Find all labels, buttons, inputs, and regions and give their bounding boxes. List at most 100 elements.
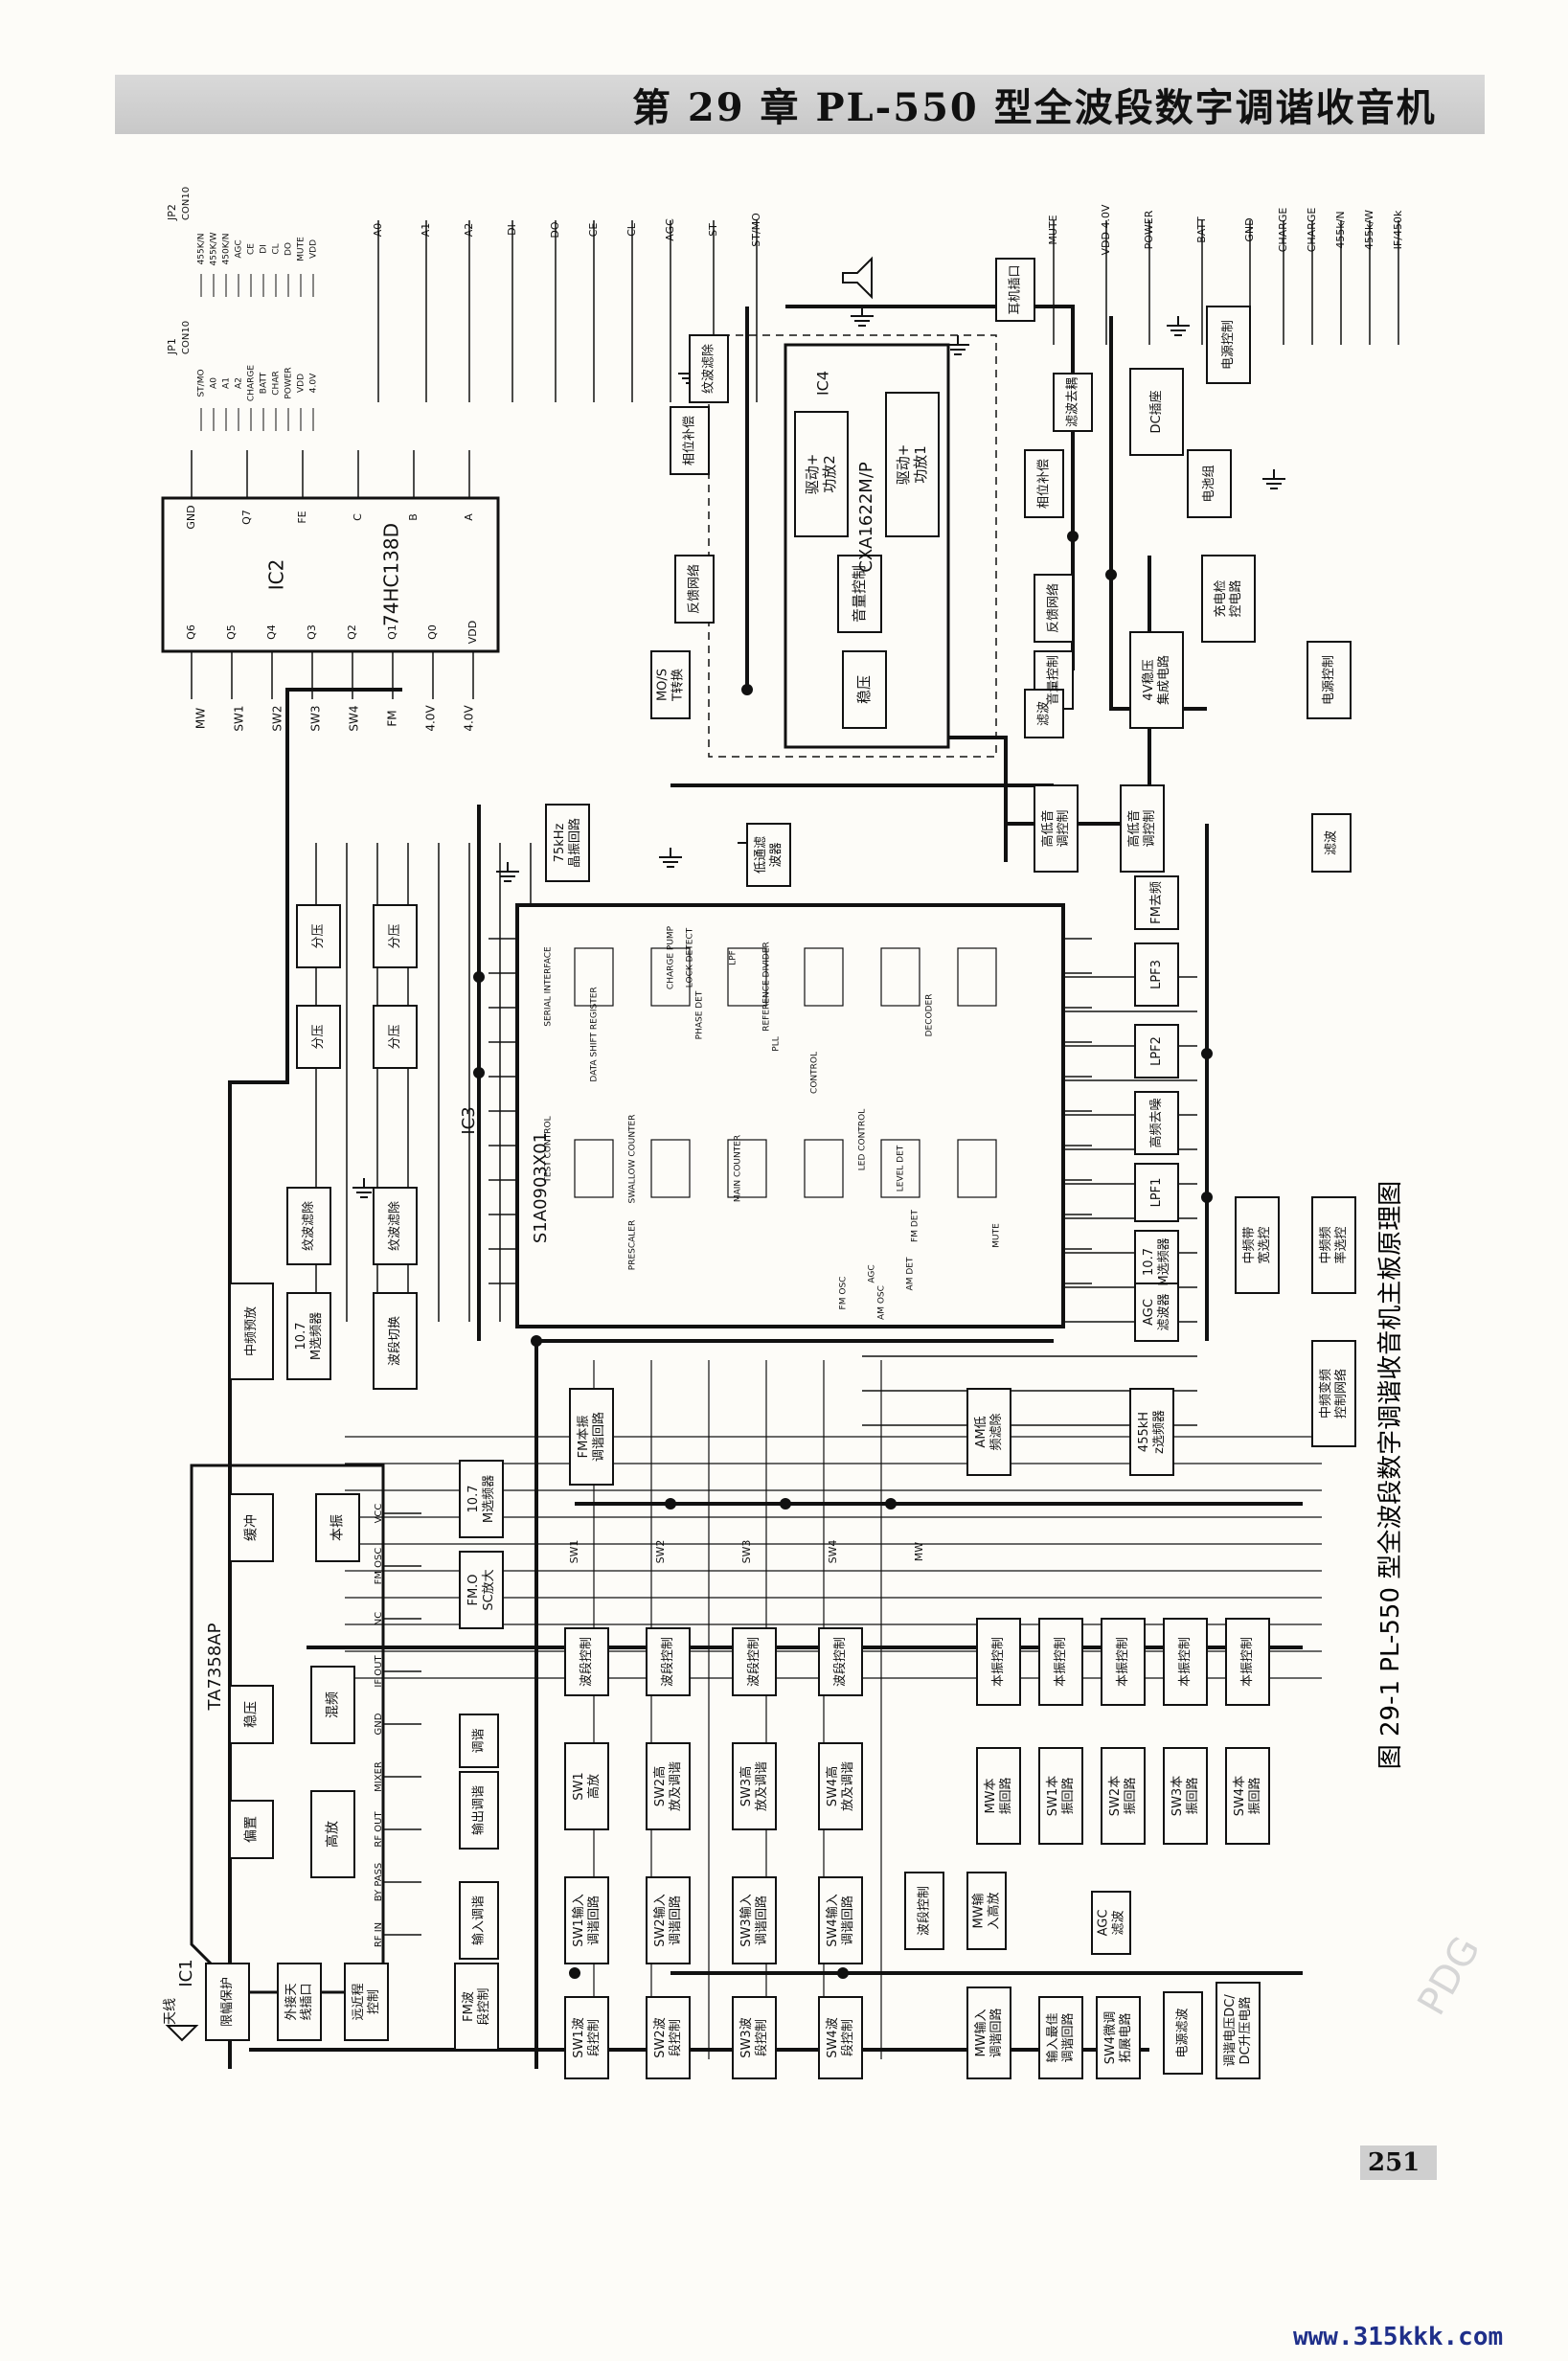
ic4-dashed-region [708,334,997,758]
ic3-right-block: M选频器 [1157,1237,1171,1285]
if-block: 率选控 [1333,1226,1349,1263]
ic3-left-block: 分压 [311,923,326,948]
power-block: 充电检 [1213,579,1228,617]
top-signal-label: BATT [1195,216,1208,243]
if-block: 中频频 [1319,1226,1333,1263]
osc-loop-block-box [976,1747,1021,1845]
osc-loop-block: SW3本 [1170,1776,1185,1816]
ic4-side-block-box [995,258,1035,322]
sw-chain-block: SW1波 [572,2017,586,2057]
fm-block-box [459,1551,504,1629]
fm-block: 10.7 [466,1486,481,1513]
fm-block-box [459,1460,504,1538]
ic3-left-block: 分压 [388,923,402,948]
ic3-inner-block [957,1139,997,1198]
connector-ref: JP1 [166,338,178,355]
band-line-label: SW3 [740,1540,753,1564]
connector-pin-label: CL [272,243,282,254]
ic3-inner-block [650,1139,691,1198]
if-block-box [1129,1388,1174,1476]
ic3-internal-label: AGC [868,1264,877,1283]
antenna-icon [165,2025,199,2042]
ic2-output-label: SW4 [348,705,361,731]
ic3-internal-label: DECODER [925,994,935,1037]
osc-loop-block: 振回路 [1247,1777,1262,1814]
top-signal-label: A1 [420,223,432,238]
ic3-part: S1A0903X01 [531,1132,551,1243]
top-signal-label: ST [707,223,719,237]
top-signal-label: AGC [664,218,676,241]
ic1-block: 缓冲 [244,1514,260,1541]
top-signal-label: IF/450k [1392,210,1404,249]
ic1-block: 混频 [326,1691,341,1718]
sw-chain-block: 波段控制 [833,1637,848,1687]
ic3-left-block: 分压 [311,1024,326,1049]
power-block: 滤波 [1325,830,1339,855]
sw-chain-block-box [818,1996,863,2079]
mw-block: 入高放 [986,1892,1001,1929]
fm-block-box [229,1283,274,1380]
ic3-right-block: AGC [1142,1299,1156,1326]
ic2-pin: GND [185,505,197,529]
sw-chain-block: 段控制 [755,2019,769,2056]
sw-chain-block: SW1输入 [571,1894,586,1946]
sw-chain-block: SW4波 [826,2017,840,2057]
junction-dot [1201,1192,1213,1203]
fm-block-box [459,1881,499,1960]
ic3-left-block: 纹波滤除 [302,1201,316,1251]
ic4-side-block: T转换 [670,669,685,702]
ic1-block-box [229,1800,274,1859]
antenna-block: 线插口 [300,1983,314,2020]
ic3-left-block-box [373,1187,418,1265]
ic3-right-block-box [1134,1024,1179,1078]
sw-chain-block: 调谐回路 [586,1896,602,1945]
power-block-box [1129,368,1184,456]
sw-chain-block-box [564,1742,609,1830]
osc-loop-block: SW1本 [1046,1776,1060,1816]
ic1-block-box [310,1790,355,1878]
ic2-pin: Q1 [386,624,398,640]
sw-chain-block-box [732,1996,777,2079]
connector-pin-label: 4.0V [309,373,319,393]
connector-pin-label: A1 [222,377,232,389]
fm-block-box [569,1388,614,1486]
connector-pin-label: ST/MO [197,369,207,397]
ic1-pin: NC [374,1612,384,1625]
fm-block: FM本振 [577,1416,591,1459]
fm-block: M选频器 [309,1312,324,1360]
block-layer [161,256,1356,2079]
tone-block: 高低音 [1126,809,1142,847]
connector-pin-label: A0 [210,377,219,389]
if-block: 中频带 [1242,1226,1257,1263]
ic4-part: CXA1622M/P [856,462,876,573]
osc-control-block-box [1225,1618,1270,1706]
osc-loop-block-box [1225,1747,1270,1845]
ic1-pin: BY PASS [374,1863,384,1902]
ic2-pin: VDD [466,621,479,644]
header-band [115,75,1485,134]
sw-chain-block: SW4高 [825,1766,840,1806]
if-block-box [1235,1196,1280,1294]
ic2-output-label: FM [386,710,399,726]
ic2-output-label: SW1 [233,705,246,731]
power-block-box [1307,641,1352,719]
junction-dot [531,1335,542,1347]
connector-pin-label: CHARGE [247,365,257,401]
ic2-pin: C [352,513,364,521]
junction-dot [473,1067,485,1078]
antenna-block-box [344,1963,389,2041]
top-signal-label: MUTE [1047,215,1059,244]
sw-chain-block: 高放 [586,1774,602,1799]
junction-dot [473,971,485,983]
sw-chain-block-box [564,1996,609,2079]
sw-chain-block: 放及调谐 [755,1761,769,1811]
mw-block-box [966,1872,1007,1950]
ic2-pin: Q5 [225,624,238,640]
tone-block-box [545,804,590,882]
ic3-inner-block [804,1139,844,1198]
ic3-internal-label: LPF [729,950,739,965]
ic3-left-block-box [296,904,341,968]
ic4-side-block-box [650,650,691,719]
tone-block: 调控制 [1057,809,1071,847]
